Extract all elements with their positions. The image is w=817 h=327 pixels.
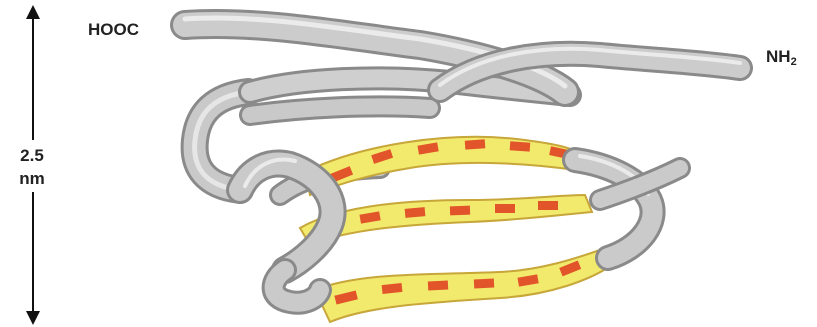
n-terminus-label: NH2 bbox=[766, 48, 797, 68]
dimension-value-label: 2.5 bbox=[8, 147, 56, 164]
beta-strand-3 bbox=[315, 250, 612, 322]
n-terminus-subscript: 2 bbox=[791, 56, 797, 68]
c-terminus-label: HOOC bbox=[88, 21, 139, 38]
n-terminus-main: NH bbox=[766, 47, 791, 66]
beta-strand-1 bbox=[305, 137, 580, 195]
dimension-unit-label: nm bbox=[8, 170, 56, 187]
